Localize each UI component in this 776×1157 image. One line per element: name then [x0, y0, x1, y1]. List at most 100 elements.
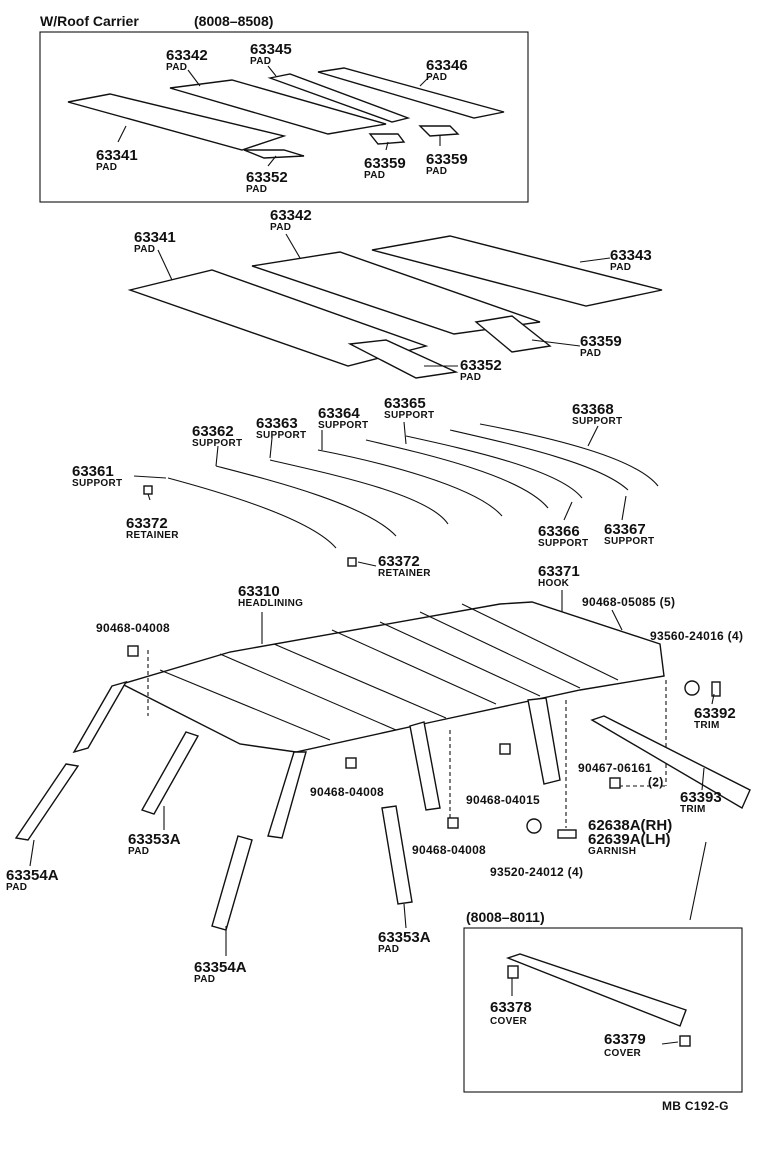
cover-inset-frame [463, 927, 743, 1093]
desc-63372b: RETAINER [378, 568, 431, 579]
pad-pillar-b [409, 721, 441, 811]
label-63367: 63367 [604, 521, 646, 538]
desc-63378: COVER [490, 1016, 528, 1027]
label-93520-24012: 93520-24012 (4) [490, 865, 583, 879]
supports [143, 423, 659, 567]
desc-63361: SUPPORT [72, 478, 122, 489]
label-63341: 63341 [134, 229, 176, 246]
pad-63359a-inset [368, 133, 406, 145]
pad-63341-inset [67, 93, 287, 151]
inset-bottom-range: (8008–8011) [466, 909, 545, 925]
pad-63341 [127, 269, 429, 367]
inset-range: (8008–8508) [194, 13, 273, 29]
label-90468-04008-c: 90468-04008 [412, 843, 486, 857]
pad-63352-inset [243, 149, 305, 159]
label-63363: 63363 [256, 415, 298, 432]
label-63343: 63343 [610, 247, 652, 264]
desc-63362: SUPPORT [192, 438, 242, 449]
desc-63354a-1: PAD [6, 882, 27, 893]
pad-63353a-1 [140, 731, 200, 815]
pad-63359b-inset [418, 125, 460, 137]
roof-carrier-inset-frame [39, 31, 529, 203]
label-90468-05085: 90468-05085 (5) [582, 595, 675, 609]
headlining [120, 601, 665, 753]
desc-63342: PAD [270, 222, 291, 233]
pad-upper-left [72, 680, 128, 754]
support-63368 [479, 423, 659, 487]
desc-63364: SUPPORT [318, 420, 368, 431]
label-63361: 63361 [72, 463, 114, 480]
desc-63346: PAD [426, 72, 447, 83]
label-63378: 63378 [490, 999, 532, 1016]
label-90468-04008-b: 90468-04008 [310, 785, 384, 799]
support-63366 [405, 435, 583, 499]
desc-63359b-inset: PAD [426, 166, 447, 177]
label-62639a: 62639A(LH) [588, 831, 671, 848]
desc-63359: PAD [580, 348, 601, 359]
pad-63343 [371, 235, 663, 307]
label-63352-inset: 63352 [246, 169, 288, 186]
pad-63346-inset [317, 67, 505, 119]
desc-63367: SUPPORT [604, 536, 654, 547]
label-63346: 63346 [426, 57, 468, 74]
trim-63393 [590, 715, 751, 810]
desc-63379: COVER [604, 1048, 642, 1059]
pad-63352 [347, 339, 459, 379]
label-62638a: 62638A(RH) [588, 817, 672, 834]
label-63372b: 63372 [378, 553, 420, 570]
desc-63352: PAD [460, 372, 481, 383]
part-labels: 63342 PAD 63345 PAD 63346 PAD 63341 PAD … [6, 41, 743, 1059]
label-90468-04015: 90468-04015 [466, 793, 540, 807]
label-63353a-2: 63353A [378, 929, 431, 946]
support-63365 [365, 439, 549, 509]
desc-63365: SUPPORT [384, 410, 434, 421]
label-63341-inset: 63341 [96, 147, 138, 164]
desc-63341-inset: PAD [96, 162, 117, 173]
clip-90468-04008-c [447, 817, 459, 829]
cover-63378-part [507, 965, 519, 979]
screw-93560-24016 [684, 680, 700, 696]
pad-63342 [251, 251, 541, 335]
desc-63372a: RETAINER [126, 530, 179, 541]
desc-63310: HEADLINING [238, 598, 303, 609]
qty-90467-06161: (2) [648, 775, 664, 789]
label-90467-06161: 90467-06161 [578, 761, 652, 775]
label-63368: 63368 [572, 401, 614, 418]
desc-63343: PAD [610, 262, 631, 273]
label-63354a-2: 63354A [194, 959, 247, 976]
support-leaders [133, 421, 627, 567]
desc-63363: SUPPORT [256, 430, 306, 441]
fasteners [127, 645, 721, 839]
inset-pads [67, 67, 505, 159]
support-63363 [269, 459, 449, 525]
pad-pillar-c [527, 697, 561, 785]
label-63359a-inset: 63359 [364, 155, 406, 172]
middle-leaders [157, 233, 611, 367]
cover-rail [505, 953, 687, 1027]
clip-90468-04015 [499, 743, 511, 755]
pillar-pads [14, 680, 751, 931]
desc-63354a-2: PAD [194, 974, 215, 985]
desc-63392: TRIM [694, 720, 720, 731]
label-63371: 63371 [538, 563, 580, 580]
label-90468-04008-a: 90468-04008 [96, 621, 170, 635]
pillar-leaders [29, 693, 715, 956]
retainer-63372-a [143, 485, 153, 495]
pad-63353a-2 [381, 805, 413, 905]
desc-63359a-inset: PAD [364, 170, 385, 181]
label-63366: 63366 [538, 523, 580, 540]
inset-leaders [117, 65, 441, 167]
pad-63354a-2 [211, 835, 253, 931]
headlining-63310 [120, 601, 665, 753]
footer-code: MB C192-G [662, 1099, 729, 1113]
pad-63345-inset [267, 73, 411, 123]
label-63364: 63364 [318, 405, 360, 422]
label-63353a-1: 63353A [128, 831, 181, 848]
support-63364 [317, 449, 503, 517]
label-63379: 63379 [604, 1031, 646, 1048]
clip-90468-04008-b [345, 757, 357, 769]
support-63361 [167, 477, 337, 549]
inset-title: W/Roof Carrier [40, 13, 139, 29]
pad-63359 [474, 315, 552, 353]
